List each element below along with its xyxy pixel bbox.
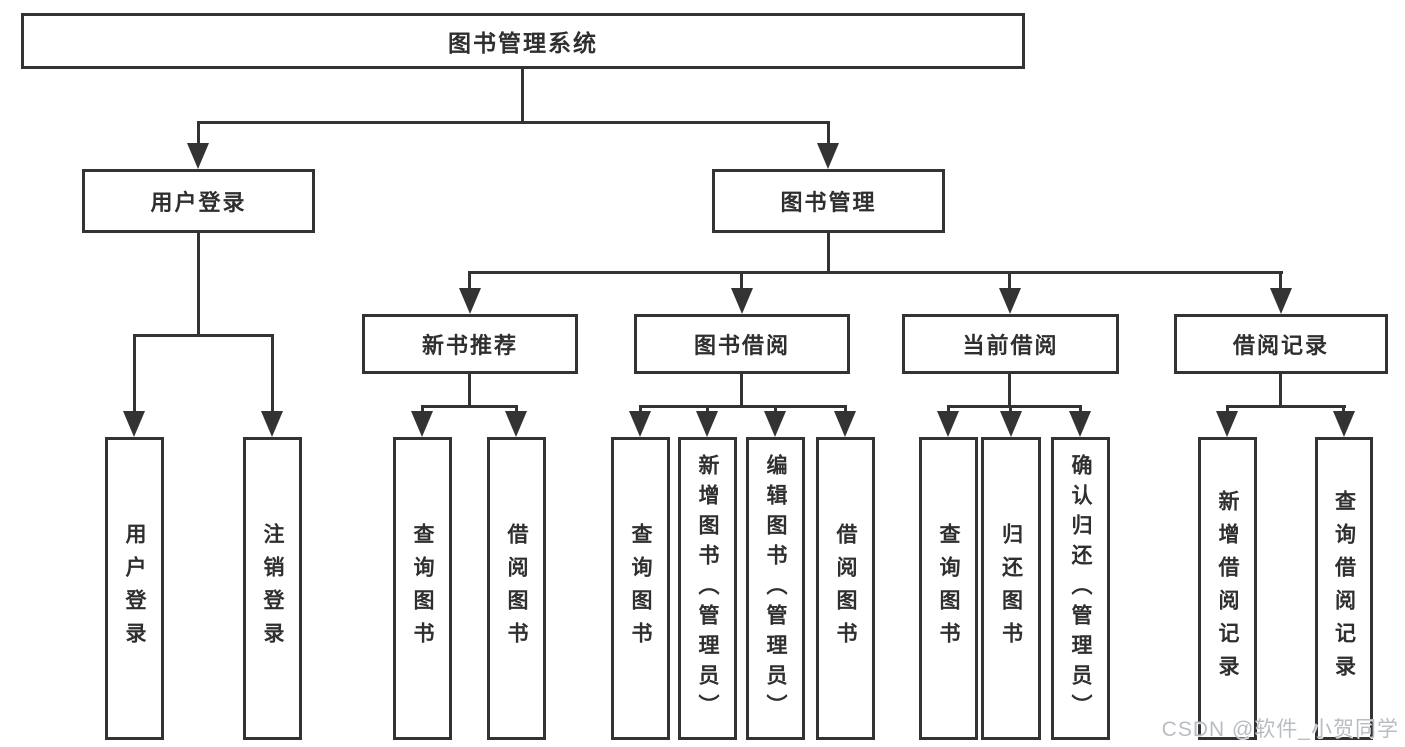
connector-drop-leaf xyxy=(271,334,274,414)
node-label: 查询图书 xyxy=(411,522,434,655)
node-label: 借阅记录 xyxy=(1232,333,1329,358)
node-label: 归还图书 xyxy=(999,522,1023,655)
leaf-query-books-recommend: 查询图书 xyxy=(393,437,452,740)
arrow-down-icon xyxy=(261,411,283,437)
node-current-borrowing: 当前借阅 xyxy=(902,314,1119,374)
connector-drop-leaf xyxy=(844,405,847,415)
leaf-borrow-books-recommend: 借阅图书 xyxy=(487,437,546,740)
leaf-borrow-books: 借阅图书 xyxy=(816,437,875,740)
node-label: 图书管理系统 xyxy=(448,30,598,56)
leaf-add-books-admin: 新增图书（管理员） xyxy=(678,437,737,740)
connector-drop-leaf xyxy=(1009,405,1012,415)
node-label: 查询图书 xyxy=(937,522,960,655)
node-label: 确认归还（管理员） xyxy=(1069,453,1092,724)
arrow-down-icon xyxy=(1270,288,1292,314)
connector-drop-leaf xyxy=(1342,405,1345,415)
connector-drop-leaf xyxy=(421,405,424,415)
arrow-down-icon xyxy=(937,411,959,437)
leaf-confirm-return-admin: 确认归还（管理员） xyxy=(1051,437,1110,740)
node-new-book-recommendation: 新书推荐 xyxy=(362,314,578,374)
csdn-watermark: CSDN @软件_小贺同学 xyxy=(1161,718,1399,741)
connector-drop-leaf xyxy=(133,334,136,414)
connector-drop-book-management xyxy=(827,121,830,147)
arrow-down-icon xyxy=(696,411,718,437)
connector-drop-leaf xyxy=(1226,405,1229,415)
node-label: 用户登录 xyxy=(123,522,146,655)
node-book-management: 图书管理 xyxy=(712,169,945,233)
leaf-add-borrowing-record: 新增借阅记录 xyxy=(1198,437,1257,740)
node-label: 图书管理 xyxy=(780,190,877,215)
arrow-down-icon xyxy=(505,411,527,437)
connector-l3-stem xyxy=(1008,372,1011,408)
connector-l3-bar xyxy=(421,405,518,408)
connector-l3-bar xyxy=(1226,405,1346,408)
node-label: 新增图书（管理员） xyxy=(696,453,719,724)
connector-root-bar xyxy=(197,121,830,124)
node-root-library-management-system: 图书管理系统 xyxy=(21,13,1025,69)
connector-root-stem xyxy=(521,69,524,122)
connector-user-login-bar xyxy=(133,334,274,337)
leaf-query-borrowing-record: 查询借阅记录 xyxy=(1315,437,1373,740)
connector-drop-leaf xyxy=(774,405,777,415)
connector-drop-leaf xyxy=(639,405,642,415)
arrow-down-icon xyxy=(187,143,209,169)
node-label: 编辑图书（管理员） xyxy=(764,453,787,724)
connector-l3-stem xyxy=(740,372,743,408)
connector-drop-l3 xyxy=(1279,271,1282,291)
leaf-user-login: 用户登录 xyxy=(105,437,164,740)
node-label: 查询借阅记录 xyxy=(1332,489,1356,688)
arrow-down-icon xyxy=(1000,411,1022,437)
arrow-down-icon xyxy=(764,411,786,437)
connector-book-management-stem xyxy=(827,233,830,273)
node-label: 用户登录 xyxy=(150,190,247,215)
connector-drop-leaf xyxy=(947,405,950,415)
node-label: 查询图书 xyxy=(629,522,652,655)
node-label: 新增借阅记录 xyxy=(1216,489,1239,688)
connector-drop-l3 xyxy=(468,271,471,291)
arrow-down-icon xyxy=(999,288,1021,314)
connector-l3-stem xyxy=(1279,372,1282,408)
leaf-edit-books-admin: 编辑图书（管理员） xyxy=(746,437,805,740)
connector-drop-user-login xyxy=(197,121,200,147)
connector-book-management-bar xyxy=(468,271,1283,274)
node-user-login: 用户登录 xyxy=(82,169,315,233)
arrow-down-icon xyxy=(1069,411,1091,437)
arrow-down-icon xyxy=(1333,411,1355,437)
connector-drop-leaf xyxy=(515,405,518,415)
node-label: 当前借阅 xyxy=(962,333,1059,358)
connector-drop-leaf xyxy=(706,405,709,415)
node-label: 借阅图书 xyxy=(834,522,857,655)
node-label: 新书推荐 xyxy=(421,333,518,358)
node-label: 图书借阅 xyxy=(693,333,790,358)
arrow-down-icon xyxy=(411,411,433,437)
arrow-down-icon xyxy=(459,288,481,314)
arrow-down-icon xyxy=(629,411,651,437)
connector-drop-l3 xyxy=(740,271,743,291)
leaf-logout: 注销登录 xyxy=(243,437,302,740)
arrow-down-icon xyxy=(1216,411,1238,437)
connector-user-login-stem xyxy=(197,233,200,337)
leaf-return-books: 归还图书 xyxy=(981,437,1041,740)
connector-l3-bar xyxy=(947,405,1082,408)
arrow-down-icon xyxy=(123,411,145,437)
node-borrowing-records: 借阅记录 xyxy=(1174,314,1388,374)
leaf-query-books-current: 查询图书 xyxy=(919,437,978,740)
arrow-down-icon xyxy=(731,288,753,314)
node-label: 注销登录 xyxy=(261,522,284,655)
connector-drop-leaf xyxy=(1079,405,1082,415)
connector-l3-bar xyxy=(639,405,847,408)
node-label: 借阅图书 xyxy=(505,522,528,655)
leaf-query-books-borrowing: 查询图书 xyxy=(611,437,670,740)
arrow-down-icon xyxy=(817,143,839,169)
connector-drop-l3 xyxy=(1008,271,1011,291)
node-book-borrowing: 图书借阅 xyxy=(634,314,850,374)
connector-l3-stem xyxy=(468,372,471,408)
arrow-down-icon xyxy=(834,411,856,437)
